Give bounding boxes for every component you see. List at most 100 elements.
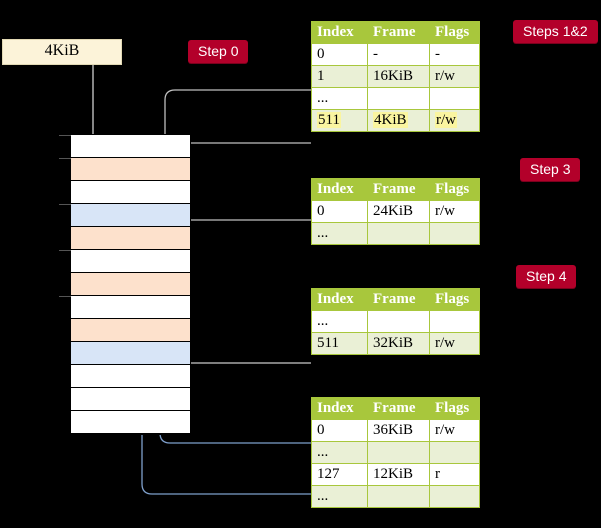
table-cell: r/w <box>429 109 480 132</box>
wire-step3 <box>174 219 311 254</box>
table-cell <box>429 222 480 245</box>
memory-row-tick <box>59 250 71 251</box>
table-cell <box>429 87 480 110</box>
memory-frame-row <box>71 227 190 250</box>
table-cell: r/w <box>429 200 480 223</box>
column-header-index: Index <box>311 288 368 311</box>
table-row: 0-- <box>311 43 480 66</box>
table-cell <box>367 441 430 464</box>
memory-frame-row <box>71 319 190 342</box>
table-cell: 4KiB <box>367 109 430 132</box>
memory-frame-row <box>71 342 190 365</box>
badge-step-3: Step 3 <box>520 158 581 181</box>
memory-frame-row <box>71 365 190 388</box>
table-cell: r/w <box>429 419 480 442</box>
column-header-frame: Frame <box>367 21 430 44</box>
column-header-flags: Flags <box>429 21 480 44</box>
table-cell <box>367 310 430 333</box>
table-cell: 127 <box>311 463 368 486</box>
memory-frame-row <box>71 296 190 319</box>
memory-frame-row <box>71 273 190 296</box>
table-cell: 16KiB <box>367 65 430 88</box>
column-header-flags: Flags <box>429 178 480 201</box>
table-cell: ... <box>311 222 368 245</box>
table-cell <box>429 441 480 464</box>
badge-step-4-label: Step 4 <box>526 268 567 284</box>
table-cell: ... <box>311 87 368 110</box>
table-cell: r/w <box>429 65 480 88</box>
memory-frame-row <box>71 204 190 227</box>
table-cell: 12KiB <box>367 463 430 486</box>
table-cell: 1 <box>311 65 368 88</box>
memory-row-tick <box>59 296 71 297</box>
table-cell: 0 <box>311 43 368 66</box>
table-row: ... <box>311 485 480 508</box>
table-cell <box>429 310 480 333</box>
table-cell: 36KiB <box>367 419 430 442</box>
badge-step-3-label: Step 3 <box>530 161 571 177</box>
table-cell: - <box>367 43 430 66</box>
highlighted-value: 4KiB <box>373 111 408 128</box>
table-row: 511 4KiB r/w <box>311 109 480 132</box>
column-header-frame: Frame <box>367 397 430 420</box>
table-cell: r/w <box>429 332 480 355</box>
column-header-index: Index <box>311 21 368 44</box>
badge-step-0: Step 0 <box>188 40 249 63</box>
table-cell <box>367 87 430 110</box>
table-cell: - <box>429 43 480 66</box>
table-cell: 511 <box>311 332 368 355</box>
table-row: ... <box>311 310 480 333</box>
memory-frame-row <box>71 158 190 181</box>
table-cell: ... <box>311 441 368 464</box>
highlighted-value: r/w <box>435 111 457 128</box>
wire-step4 <box>167 319 311 364</box>
table-cell <box>367 485 430 508</box>
badge-step-4: Step 4 <box>516 265 577 288</box>
table-cell: 511 <box>311 109 368 132</box>
badge-step-0-label: Step 0 <box>198 43 239 59</box>
table-cell <box>367 222 430 245</box>
table-cell <box>429 485 480 508</box>
column-header-index: Index <box>311 178 368 201</box>
memory-frame-row <box>71 250 190 273</box>
table-cell: ... <box>311 485 368 508</box>
memory-frame-row <box>71 135 190 158</box>
source-frame-label: 4KiB <box>44 42 80 59</box>
memory-row-tick <box>59 158 71 159</box>
table-cell: 0 <box>311 200 368 223</box>
memory-row-tick <box>59 135 71 136</box>
memory-frame-row <box>71 181 190 204</box>
table-row: ... <box>311 222 480 245</box>
column-header-index: Index <box>311 397 368 420</box>
memory-frame-row <box>71 411 190 434</box>
physical-memory-column <box>59 134 191 435</box>
badge-steps-1-2: Steps 1&2 <box>513 20 598 43</box>
memory-frame-row <box>71 388 190 411</box>
column-header-flags: Flags <box>429 288 480 311</box>
table-row: ... <box>311 441 480 464</box>
table-cell: ... <box>311 310 368 333</box>
table-cell: 0 <box>311 419 368 442</box>
table-row: ... <box>311 87 480 110</box>
table-cell: 24KiB <box>367 200 430 223</box>
column-header-frame: Frame <box>367 288 430 311</box>
highlighted-value: 511 <box>317 111 341 128</box>
column-header-flags: Flags <box>429 397 480 420</box>
column-header-frame: Frame <box>367 178 430 201</box>
table-cell: r <box>429 463 480 486</box>
badge-steps-1-2-label: Steps 1&2 <box>523 23 588 39</box>
source-frame-box: 4KiB <box>2 39 122 65</box>
